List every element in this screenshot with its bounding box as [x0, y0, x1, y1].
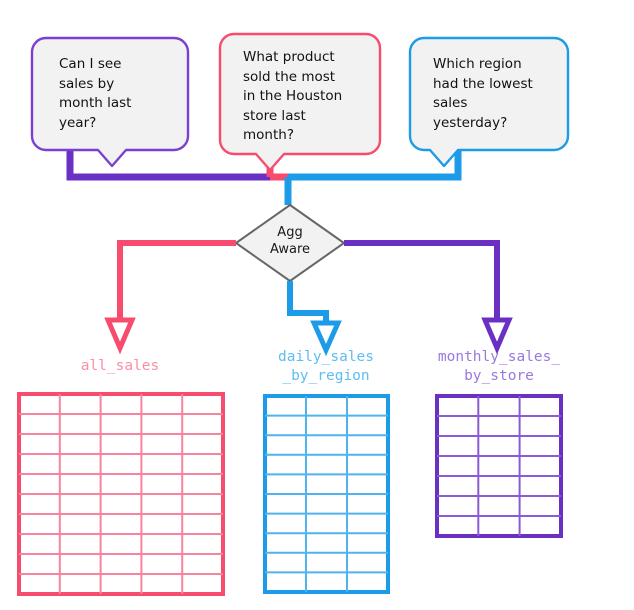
branch-blue-path — [287, 281, 329, 323]
speech-bubble-1[interactable] — [30, 36, 190, 168]
speech-bubble-2[interactable] — [218, 32, 382, 172]
trunk-blue-segment — [288, 150, 462, 181]
table-label-monthly-sales-by-store: monthly_sales_ by_store — [437, 349, 561, 384]
table-monthly-sales-by-store[interactable] — [435, 394, 563, 538]
table-label-all-sales: all_sales — [80, 358, 160, 374]
arrowhead-monthly-sales — [481, 317, 513, 355]
table-label-daily-sales-by-region: daily_sales _by_region — [277, 349, 375, 384]
decision-diamond-label: Agg Aware — [269, 225, 311, 257]
speech-bubble-3[interactable] — [408, 36, 570, 168]
trunk-purple-segment — [66, 150, 270, 181]
table-all-sales[interactable] — [17, 392, 225, 596]
speech-bubble-2-text: What product sold the most in the Housto… — [243, 49, 343, 143]
arrowhead-all-sales — [104, 317, 136, 355]
branch-pink-path — [117, 240, 236, 320]
arrowhead-daily-sales — [310, 320, 342, 357]
speech-bubble-1-text: Can I see sales by month last year? — [59, 56, 132, 131]
branch-purple-path — [344, 240, 500, 320]
speech-bubble-3-text: Which region had the lowest sales yester… — [433, 56, 533, 131]
table-daily-sales-by-region[interactable] — [263, 394, 390, 594]
